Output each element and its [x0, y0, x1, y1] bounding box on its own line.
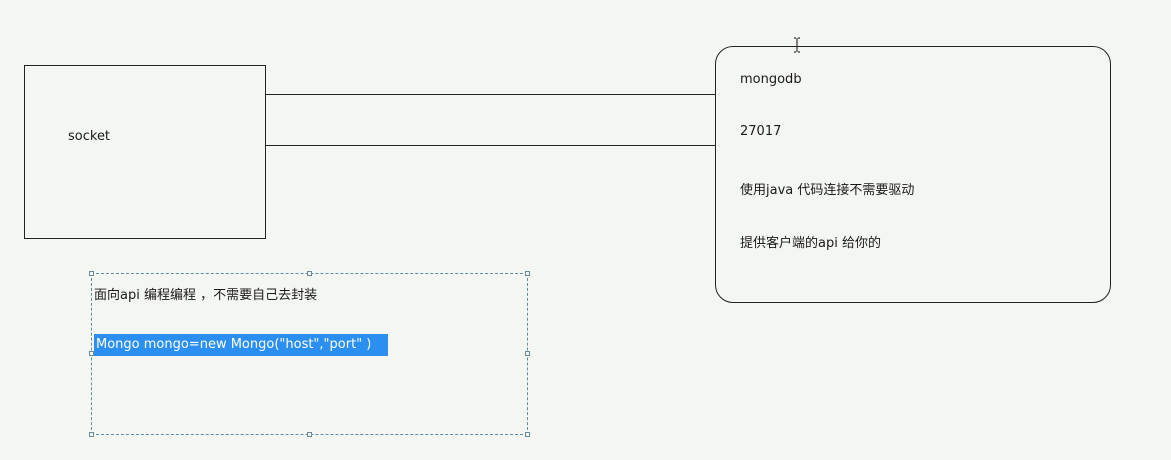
frame-title-text[interactable]: 面向api 编程编程 ，不需要自己去封装 — [94, 288, 318, 303]
resize-handle-top-right[interactable] — [525, 271, 530, 276]
server-name-label: mongodb — [740, 72, 802, 87]
socket-label: socket — [68, 129, 111, 144]
resize-handle-bottom-left[interactable] — [89, 432, 94, 437]
connector-line-top[interactable] — [266, 94, 716, 95]
connector-line-bottom[interactable] — [266, 145, 716, 146]
resize-handle-bottom-center[interactable] — [307, 432, 312, 437]
resize-handle-top-left[interactable] — [89, 271, 94, 276]
text-cursor-icon — [794, 37, 800, 53]
mongodb-server-box[interactable] — [715, 46, 1111, 303]
resize-handle-middle-left[interactable] — [89, 351, 94, 356]
server-port-label: 27017 — [740, 124, 782, 139]
code-selection-highlight — [94, 334, 388, 356]
code-snippet-text[interactable]: Mongo mongo=new Mongo("host","port" ) — [96, 337, 372, 352]
resize-handle-middle-right[interactable] — [525, 351, 530, 356]
resize-handle-top-center[interactable] — [307, 271, 312, 276]
server-note-api: 提供客户端的api 给你的 — [740, 236, 881, 251]
server-note-driver: 使用java 代码连接不需要驱动 — [740, 183, 915, 198]
socket-box[interactable] — [24, 65, 266, 239]
resize-handle-bottom-right[interactable] — [525, 432, 530, 437]
